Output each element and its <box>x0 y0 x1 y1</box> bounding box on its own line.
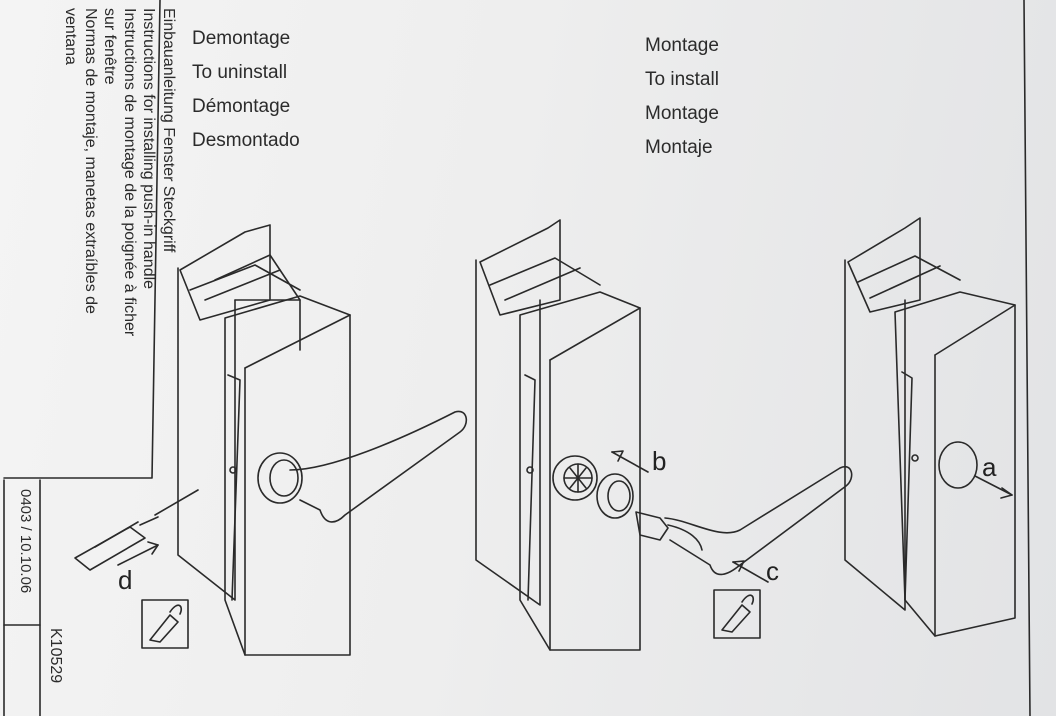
step-label-d: d <box>118 565 133 595</box>
sidebar-line-de: Einbauanleitung Fenster Steckgriff <box>160 8 177 253</box>
sidebar-line-fr: Instructions de montage de la poignée à … <box>121 8 138 337</box>
window-profile-right <box>844 217 1016 637</box>
sidebar-line-es-2: ventana <box>62 8 80 65</box>
sidebar-line-fr-2: sur fenêtre <box>101 8 119 85</box>
install-headings: Montage To install Montage Montaje <box>645 29 719 165</box>
sidebar-line-en: Instructions for installing push-in hand… <box>140 8 158 290</box>
document-code-box: 0403 / 10.10.06 K10529 <box>8 485 68 705</box>
window-profile-left <box>74 224 468 656</box>
step-label-a: a <box>982 452 997 482</box>
heading-to-uninstall: To uninstall <box>192 62 288 83</box>
step-label-c: c <box>766 556 779 586</box>
part-code: K10529 <box>47 628 64 684</box>
heading-demontage: Demontage <box>192 28 291 49</box>
heading-demontage-fr: Démontage <box>192 96 291 117</box>
window-profile-center <box>475 219 853 651</box>
heading-desmontado: Desmontado <box>192 130 300 151</box>
uninstall-headings: Demontage To uninstall Démontage Desmont… <box>192 22 300 158</box>
heading-montaje: Montaje <box>645 137 713 158</box>
hand-tool-icon-center <box>713 589 761 639</box>
heading-montage: Montage <box>645 35 719 56</box>
sidebar-title: Einbauanleitung Fenster Steckgriff Instr… <box>61 8 178 468</box>
page-right-border <box>1023 0 1031 716</box>
heading-to-install: To install <box>645 69 719 90</box>
hand-tool-icon-left <box>141 599 189 649</box>
sidebar-border <box>3 0 161 479</box>
sidebar-line-es: Normas de montaje, manetas extraíbles de <box>82 8 99 314</box>
step-label-b: b <box>652 446 667 476</box>
heading-montage-fr: Montage <box>645 103 719 124</box>
date-code: 0403 / 10.10.06 <box>17 489 34 594</box>
